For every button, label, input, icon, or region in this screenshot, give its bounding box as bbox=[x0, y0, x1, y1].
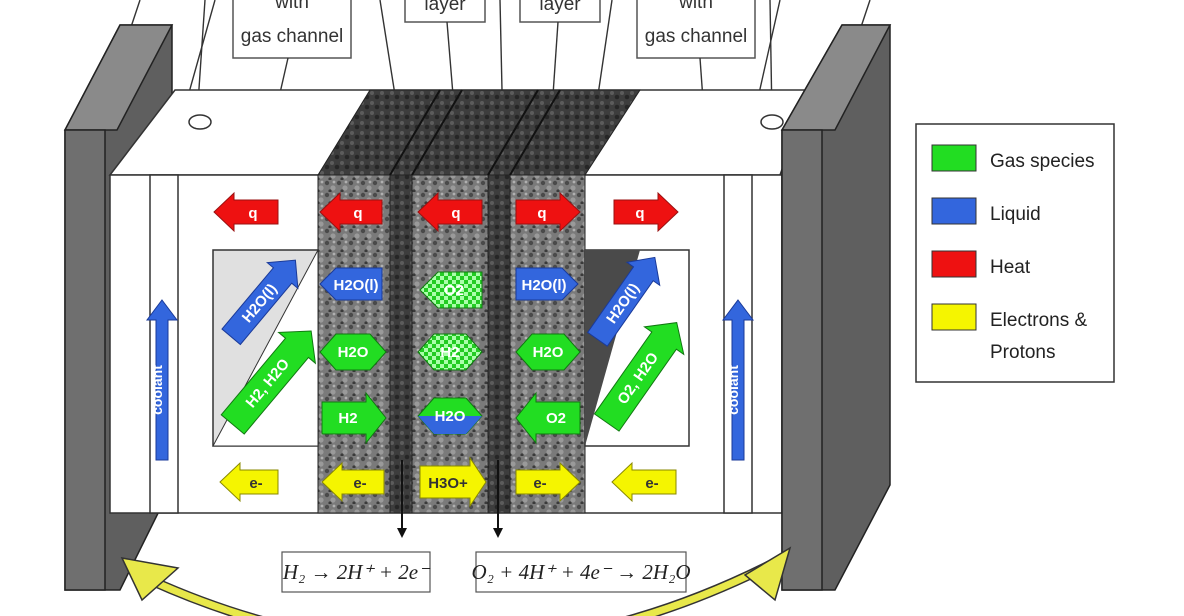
vapor-arrow-anode: H2O bbox=[338, 344, 369, 361]
legend-item-liquid: Liquid bbox=[931, 197, 1041, 225]
legend-label-protons: Protons bbox=[990, 342, 1055, 363]
legend-label-heat: Heat bbox=[990, 257, 1031, 278]
h2-arrow-membrane: H2 bbox=[440, 344, 459, 361]
label-layer-right: layer bbox=[539, 0, 581, 15]
water-arrow-membrane: H2O bbox=[435, 408, 466, 425]
label-plate-right: gas channel bbox=[645, 26, 747, 47]
anode-gdl-arrows: q H2O(l) H2O H2 e- bbox=[319, 191, 387, 503]
membrane-arrows: q O2 H2 H2O H3O+ bbox=[417, 191, 487, 508]
label-plate-left: gas channel bbox=[241, 26, 343, 47]
anode-reaction: H₂ → 2H⁺ + 2e⁻ bbox=[282, 560, 431, 584]
gas-arrow-cathode: O2 bbox=[546, 410, 566, 427]
heat-arrow-left-plate: q bbox=[248, 205, 257, 222]
electron-arrow-anode: e- bbox=[353, 475, 366, 492]
gas-arrow-anode: H2 bbox=[338, 410, 357, 427]
reaction-equations: H₂ → 2H⁺ + 2e⁻ O₂ + 4H⁺ + 4e⁻ → 2H₂O bbox=[281, 551, 691, 593]
liquid-arrow-anode: H2O(l) bbox=[334, 277, 379, 294]
label-plate-right-fragment: with bbox=[678, 0, 713, 13]
right-end-plate bbox=[780, 24, 892, 591]
heat-arrow-anode: q bbox=[353, 205, 362, 222]
heat-arrow-right-plate: q bbox=[635, 205, 644, 222]
legend-item-heat: Heat bbox=[931, 250, 1031, 278]
coolant-arrow-right: coolant bbox=[722, 299, 754, 461]
top-labels: with gas channel layer layer with gas ch… bbox=[129, 0, 871, 179]
liquid-arrow-cathode: H2O(l) bbox=[522, 277, 567, 294]
cathode-gdl-arrows: q H2O(l) H2O O2 e- bbox=[515, 191, 581, 503]
legend-label-liquid: Liquid bbox=[990, 204, 1041, 225]
heat-arrow-cathode: q bbox=[537, 205, 546, 222]
electron-arrow-cathode: e- bbox=[533, 475, 546, 492]
coolant-label-left: coolant bbox=[149, 365, 165, 415]
proton-arrow-membrane: H3O+ bbox=[428, 475, 468, 492]
label-plate-left-fragment: with bbox=[274, 0, 309, 13]
electron-arrow-left-plate: e- bbox=[249, 475, 262, 492]
legend-label-electrons: Electrons & bbox=[990, 310, 1087, 331]
external-circuit-arc bbox=[120, 546, 792, 616]
cathode-reaction: O₂ + 4H⁺ + 4e⁻ → 2H₂O bbox=[471, 560, 690, 584]
label-layer-left: layer bbox=[424, 0, 466, 15]
electron-arrow-right-plate: e- bbox=[645, 475, 658, 492]
coolant-arrow-left: coolant bbox=[146, 299, 178, 461]
o2-arrow-membrane: O2 bbox=[444, 282, 464, 299]
legend-item-electrons: Electrons & Protons bbox=[931, 303, 1087, 363]
right-plate-arrows: q H2O(l) O2, H2O e- bbox=[586, 191, 685, 503]
heat-arrow-membrane: q bbox=[451, 205, 460, 222]
legend: Gas species Liquid Heat Electrons & Prot… bbox=[915, 123, 1115, 383]
coolant-label-right: coolant bbox=[725, 365, 741, 415]
vapor-arrow-cathode: H2O bbox=[533, 344, 564, 361]
legend-item-gas: Gas species bbox=[931, 144, 1095, 172]
legend-label-gas: Gas species bbox=[990, 151, 1095, 172]
